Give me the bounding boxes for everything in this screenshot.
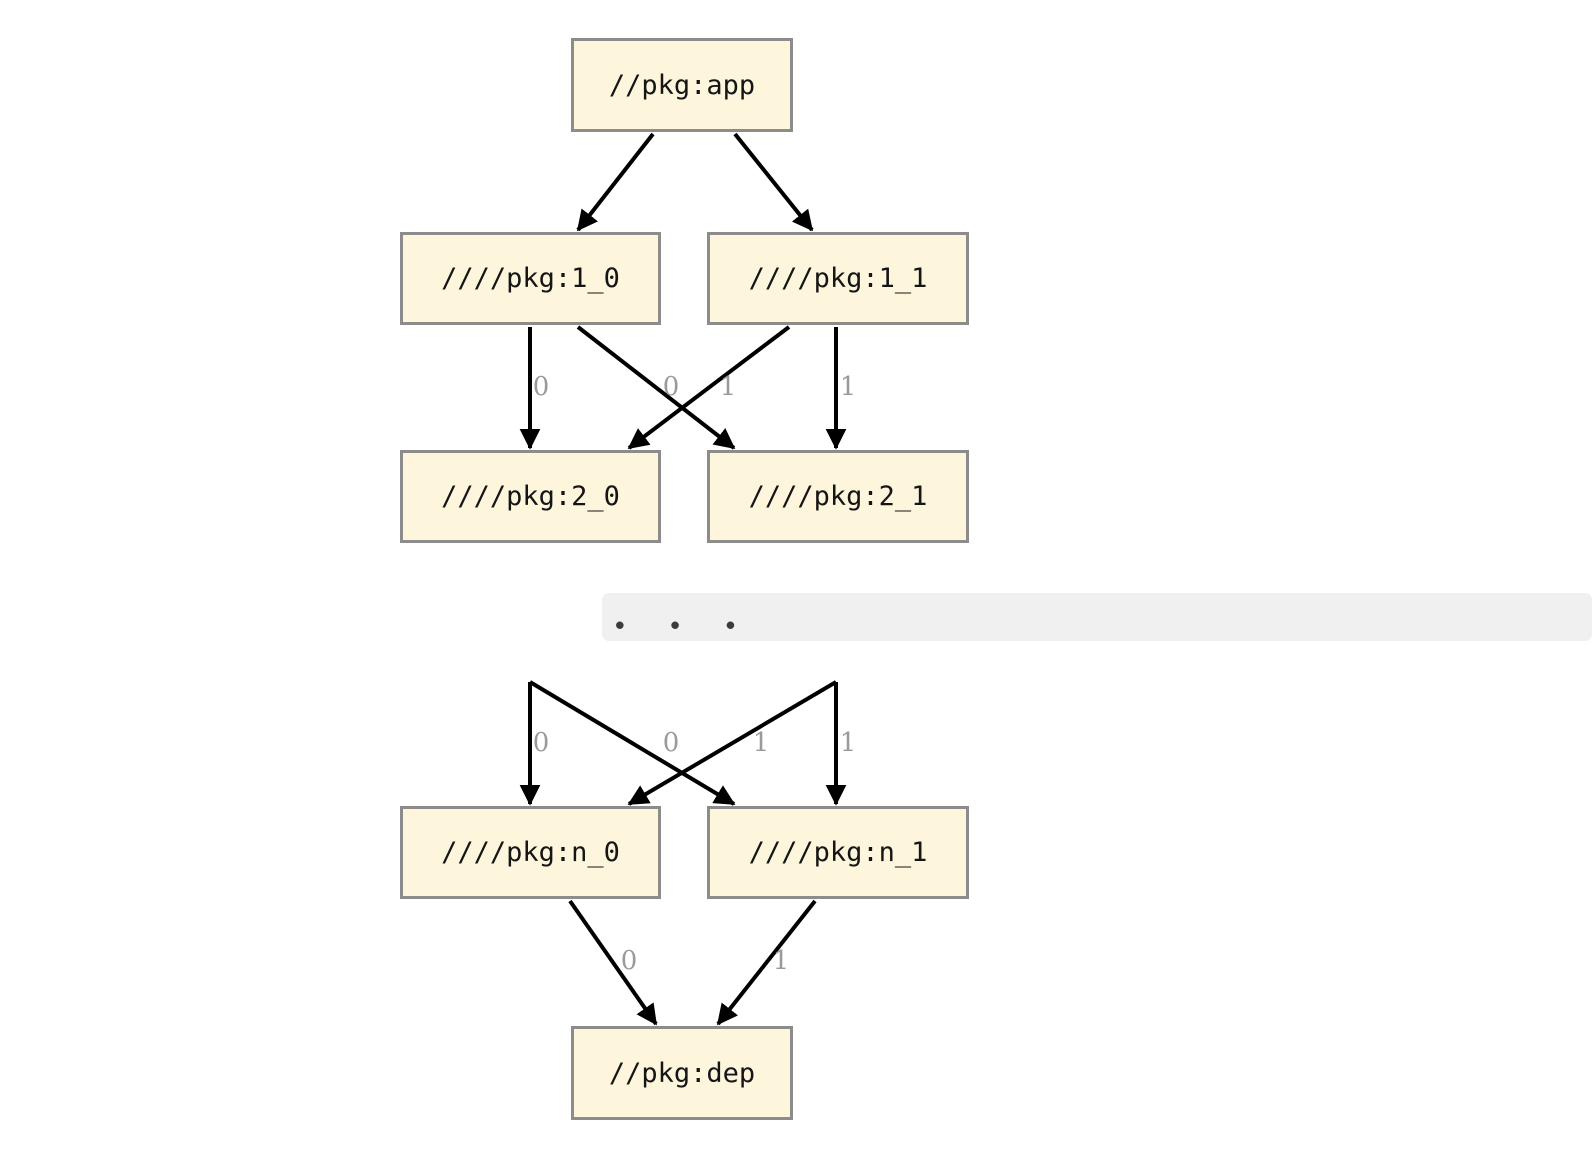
- ellipsis-band: • • •: [602, 593, 1592, 641]
- edge-label-l1_0-to-l2_1: 0: [662, 372, 680, 402]
- node-ln_0[interactable]: ////pkg:n_0: [400, 806, 661, 899]
- edge-hidden-1-to-ln_0: [627, 680, 838, 806]
- edge-label-ln_1-to-dep: 1: [772, 946, 790, 976]
- edge-app-to-l1_0: [576, 132, 655, 232]
- edge-label-ln_0-to-dep: 0: [620, 946, 638, 976]
- edge-label-l1_0-to-l2_0: 0: [532, 372, 550, 402]
- node-label: ////pkg:n_0: [441, 837, 620, 868]
- edge-label-hidden-0-to-ln_1: 0: [662, 728, 680, 758]
- edge-ln_0-to-dep: [568, 899, 658, 1026]
- node-l2_0[interactable]: ////pkg:2_0: [400, 450, 661, 543]
- edge-l1_1-to-l2_0: [627, 325, 791, 450]
- edge-paths: [519, 132, 847, 1026]
- edge-l1_0-to-l2_1: [576, 325, 736, 450]
- edge-label-hidden-1-to-ln_0: 1: [752, 728, 770, 758]
- edge-label-l1_1-to-l2_0: 1: [719, 372, 737, 402]
- node-label: ////pkg:2_0: [441, 481, 620, 512]
- edge-hidden-0-to-ln_1: [528, 680, 736, 806]
- node-l2_1[interactable]: ////pkg:2_1: [707, 450, 969, 543]
- node-label: //pkg:app: [608, 69, 756, 101]
- node-dep[interactable]: //pkg:dep: [571, 1026, 793, 1120]
- node-label: //pkg:dep: [608, 1057, 756, 1089]
- node-app[interactable]: //pkg:app: [571, 38, 793, 132]
- node-label: ////pkg:2_1: [748, 481, 928, 512]
- edge-label-hidden-1-to-ln_1: 1: [839, 728, 857, 758]
- node-label: ////pkg:n_1: [748, 837, 928, 868]
- edge-label-l1_1-to-l2_1: 1: [839, 372, 857, 402]
- edge-label-hidden-0-to-ln_0: 0: [532, 728, 550, 758]
- ellipsis-dots: • • •: [612, 612, 751, 642]
- node-label: ////pkg:1_1: [748, 263, 928, 294]
- node-label: ////pkg:1_0: [441, 263, 620, 294]
- edge-ln_1-to-dep: [716, 899, 817, 1026]
- edge-app-to-l1_1: [733, 132, 814, 232]
- node-l1_1[interactable]: ////pkg:1_1: [707, 232, 969, 325]
- node-ln_1[interactable]: ////pkg:n_1: [707, 806, 969, 899]
- node-l1_0[interactable]: ////pkg:1_0: [400, 232, 661, 325]
